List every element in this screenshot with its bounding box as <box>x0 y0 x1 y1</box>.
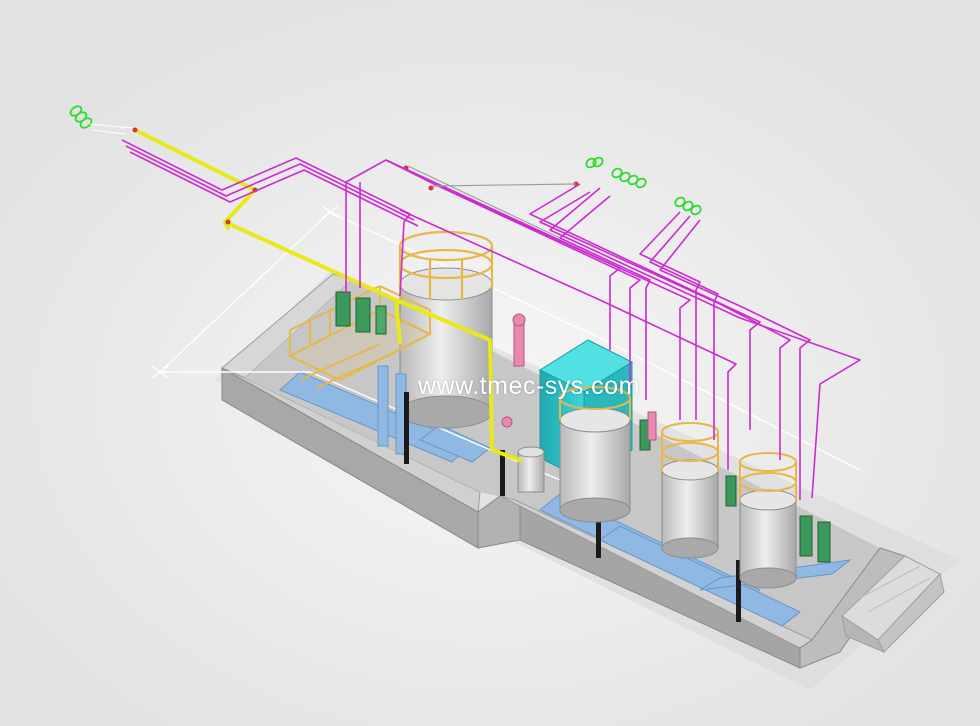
pump-skid-east <box>639 419 831 563</box>
terminal-marker-group-2 <box>585 156 604 169</box>
access-steps <box>841 555 945 653</box>
step-side <box>841 614 886 653</box>
frame-east-b <box>599 525 801 627</box>
pipe-valves <box>132 127 579 225</box>
terminal-marker-group-1 <box>69 105 93 129</box>
storage-tank-middle <box>559 386 631 523</box>
filter-vessel <box>517 446 545 493</box>
watermark-text: www.tmec-sys.com <box>418 372 640 400</box>
process-pipeline <box>133 128 522 462</box>
reference-marks <box>151 205 339 379</box>
terminal-markers <box>69 105 702 216</box>
dosing-tank-b <box>739 452 797 589</box>
marker-leaders <box>89 123 133 135</box>
instrument-lines <box>407 165 577 239</box>
pump-skid-west <box>335 291 387 335</box>
chemical-injector <box>501 313 657 441</box>
dosing-tank-a <box>661 422 719 559</box>
signal-pipeline <box>121 139 861 500</box>
terminal-marker-group-3 <box>611 167 647 189</box>
storage-tank-west <box>398 230 494 429</box>
terminal-marker-group-4 <box>674 196 702 216</box>
